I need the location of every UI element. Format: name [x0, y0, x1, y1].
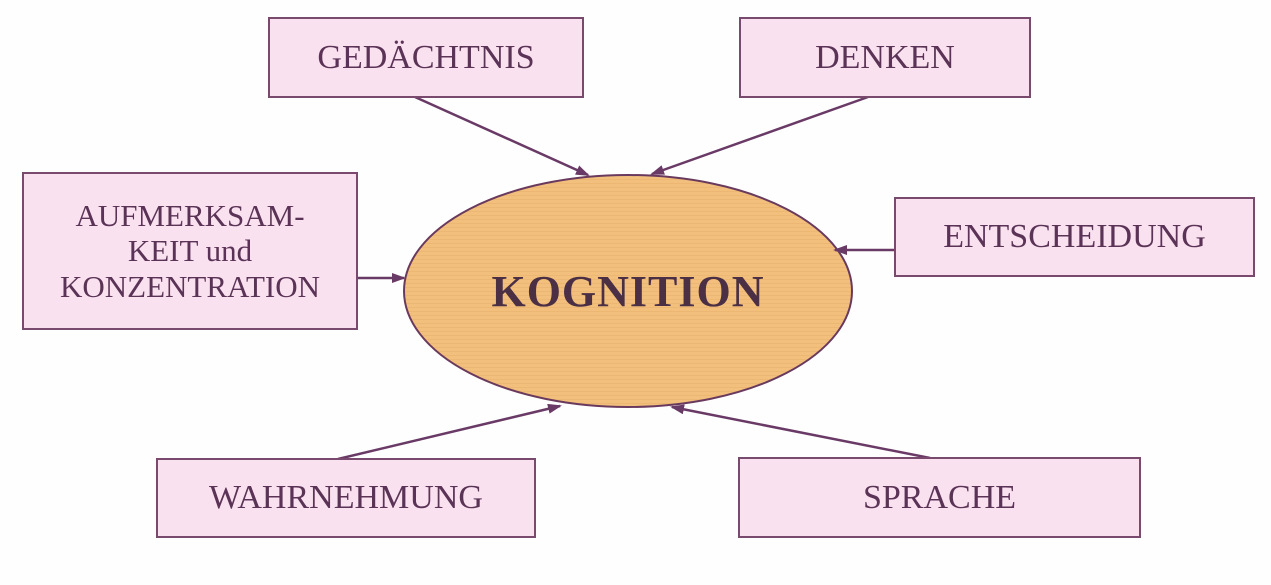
node-aufmerksamkeit-line1: AUFMERKSAM- [75, 197, 305, 233]
node-entscheidung: ENTSCHEIDUNG [894, 197, 1255, 277]
node-aufmerksamkeit-line2: KEIT und [127, 233, 253, 269]
kognition-label: KOGNITION [491, 266, 765, 316]
kognition-ellipse [403, 174, 853, 408]
node-denken-label: DENKEN [815, 38, 955, 76]
arrow-sprache [670, 404, 931, 460]
node-wahrnehmung: WAHRNEHMUNG [156, 458, 536, 538]
node-sprache: SPRACHE [738, 457, 1141, 538]
node-sprache-label: SPRACHE [862, 478, 1017, 516]
node-wahrnehmung-label: WAHRNEHMUNG [209, 479, 483, 517]
arrow-denken [650, 95, 869, 176]
node-aufmerksamkeit-line3: KONZENTRATION [59, 268, 321, 304]
arrow-wahrnehmung [337, 403, 562, 461]
node-gedaechtnis: GEDÄCHTNIS [268, 17, 584, 98]
node-denken: DENKEN [739, 17, 1031, 98]
node-gedaechtnis-label: GEDÄCHTNIS [317, 38, 535, 76]
node-aufmerksamkeit: AUFMERKSAM- KEIT und KONZENTRATION [22, 172, 358, 330]
arrow-gedaechtnis [414, 95, 590, 177]
node-entscheidung-label: ENTSCHEIDUNG [943, 218, 1206, 256]
